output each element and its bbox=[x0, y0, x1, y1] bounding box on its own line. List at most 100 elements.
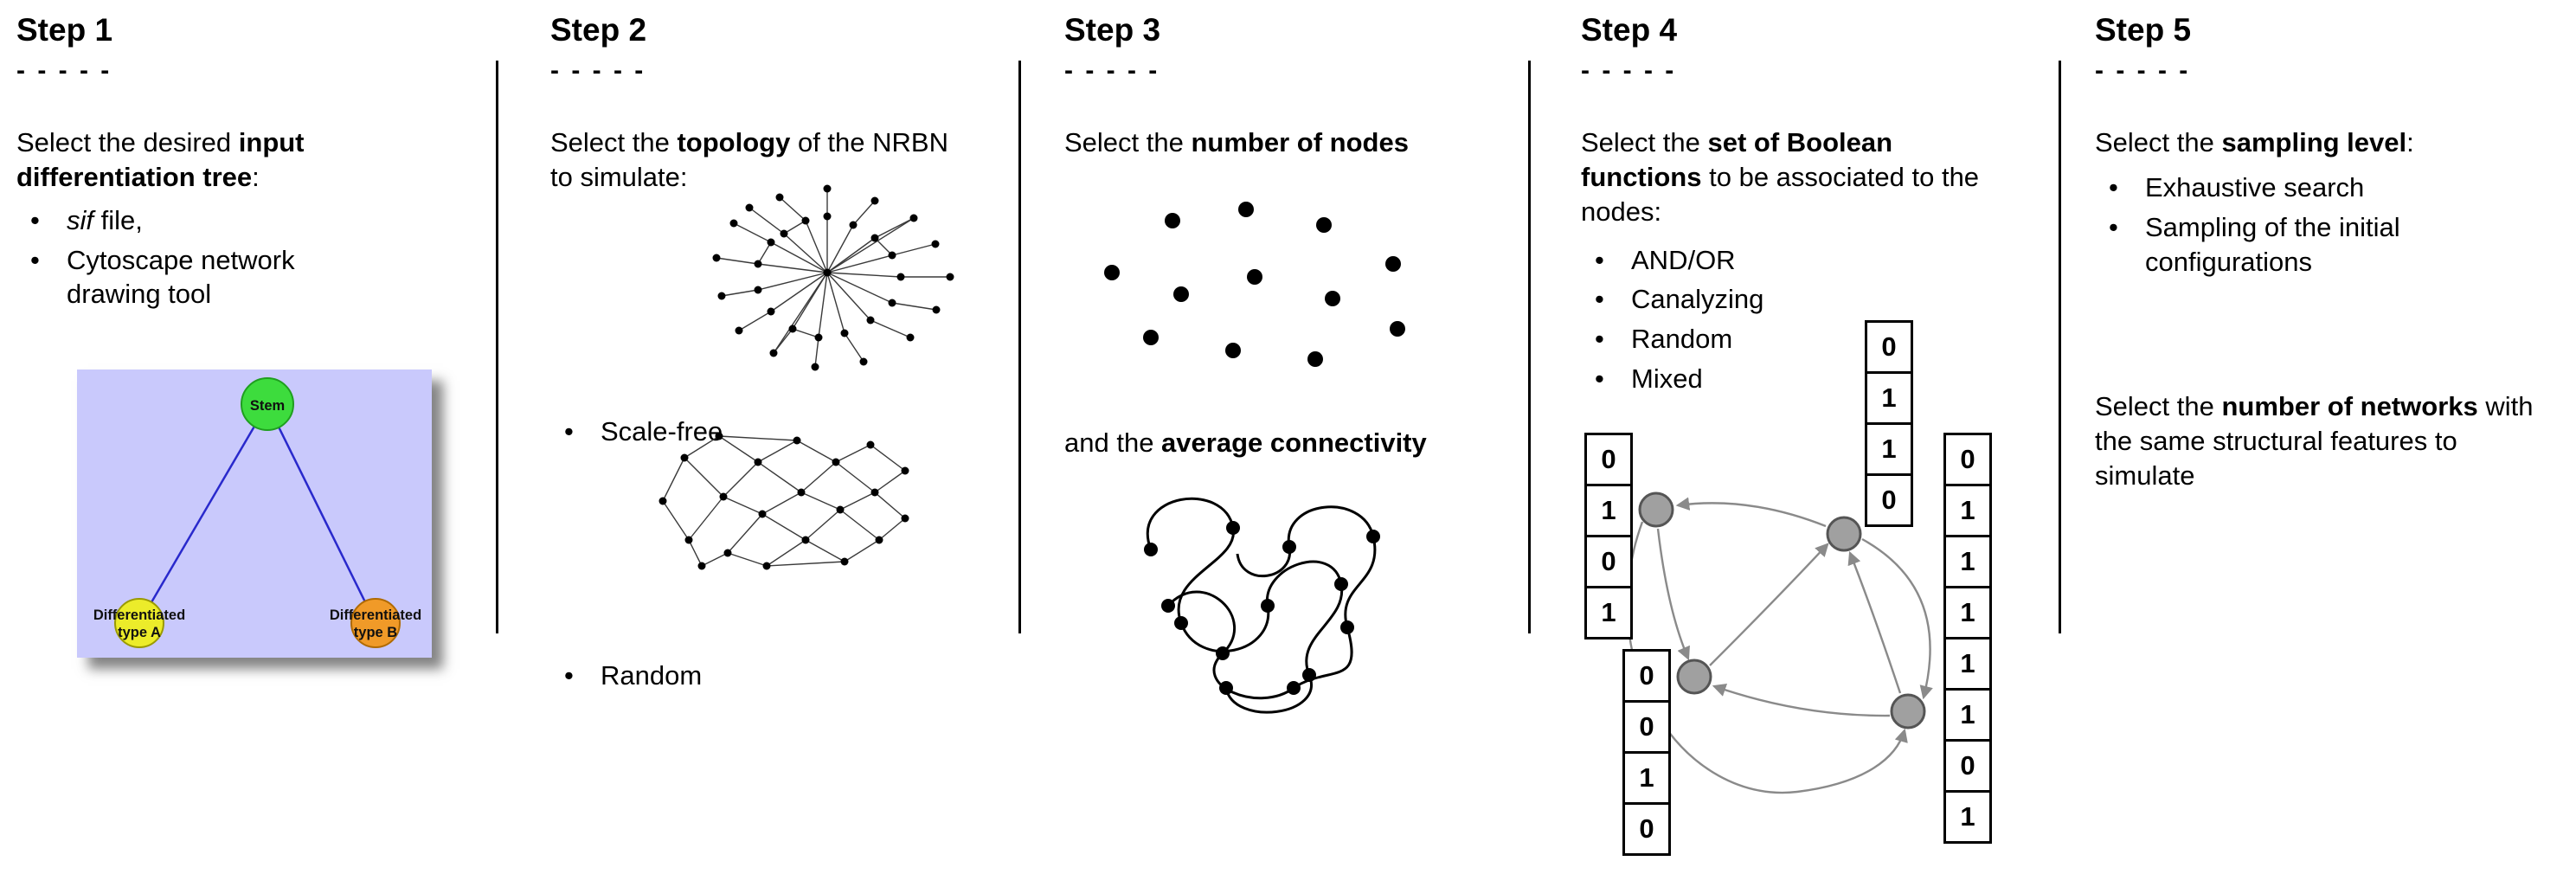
graph-node bbox=[1226, 521, 1240, 535]
node-dot bbox=[1390, 321, 1405, 337]
node-dot bbox=[1143, 330, 1159, 345]
text-bold: sampling level bbox=[2221, 126, 2407, 157]
step-3-title: Step 3 bbox=[1064, 12, 1161, 48]
graph-edge bbox=[766, 561, 845, 567]
truth-table-cell: 0 bbox=[1865, 473, 1913, 527]
graph-edge bbox=[727, 513, 763, 554]
truth-table-cell: 0 bbox=[1865, 320, 1913, 374]
truth-table-cell: 1 bbox=[1943, 484, 1992, 537]
stem-label: Stem bbox=[250, 398, 285, 414]
graph-node bbox=[801, 216, 810, 225]
graph-edge bbox=[891, 302, 937, 311]
graph-edge bbox=[757, 440, 798, 463]
graph-edge bbox=[826, 272, 845, 334]
graph-node bbox=[745, 203, 754, 212]
truth-table-cell: 0 bbox=[1584, 433, 1633, 486]
graph-node bbox=[775, 193, 784, 202]
graph-node bbox=[875, 536, 883, 544]
graph-node bbox=[684, 536, 693, 544]
node-dot bbox=[1238, 202, 1254, 217]
graph-node bbox=[717, 292, 726, 300]
graph-node bbox=[932, 305, 941, 314]
step-2-title: Step 2 bbox=[550, 12, 647, 48]
graph-node bbox=[906, 333, 915, 342]
graph-edge bbox=[757, 263, 828, 273]
graph-edge bbox=[874, 492, 906, 519]
differentiated-type-b-node bbox=[350, 598, 401, 648]
graph-node bbox=[715, 432, 723, 440]
graph-edge bbox=[716, 257, 759, 265]
graph-edge bbox=[870, 444, 906, 472]
graph-edge bbox=[662, 457, 685, 502]
text: Select the desired bbox=[16, 126, 239, 157]
truth-table-cell: 0 bbox=[1622, 700, 1671, 754]
step-4-title: Step 4 bbox=[1581, 12, 1678, 48]
graph-edge bbox=[814, 337, 819, 368]
boolean-node bbox=[1890, 693, 1926, 729]
graph-node bbox=[797, 488, 806, 497]
graph-edge bbox=[723, 496, 763, 515]
step-3-connectivity-text: and the average connectivity bbox=[1064, 426, 1553, 460]
network-arrow bbox=[1656, 528, 1690, 661]
graph-node bbox=[1261, 599, 1275, 613]
graph-edge bbox=[891, 243, 936, 256]
step-1-column: Step 1 - - - - - Select the desired inpu… bbox=[16, 12, 488, 658]
truth-table-cell: 1 bbox=[1943, 688, 1992, 742]
step-1-bullets: sif file, Cytoscape network drawing tool bbox=[16, 203, 389, 312]
node-dot bbox=[1173, 286, 1189, 302]
graph-edge bbox=[684, 457, 724, 498]
graph-node bbox=[931, 240, 940, 248]
text: to be associated to the nodes: bbox=[1581, 161, 1980, 227]
graph-edge bbox=[835, 444, 871, 463]
boolean-network-diagram: 0 1 1 0 0 1 0 1 0 1 1 1 1 1 0 1 bbox=[1581, 320, 2014, 874]
graph-edge bbox=[684, 435, 720, 459]
boolean-node bbox=[1826, 516, 1862, 552]
text: Mixed bbox=[1631, 363, 1703, 395]
graph-edge bbox=[770, 272, 828, 312]
text: Cytoscape network drawing tool bbox=[67, 244, 295, 310]
network-arrow bbox=[1675, 497, 1827, 528]
graph-node bbox=[1144, 543, 1158, 556]
network-arrow bbox=[1847, 550, 1902, 694]
graph-node bbox=[840, 329, 849, 337]
type-a-label-line2: type A bbox=[118, 625, 161, 640]
text: Random bbox=[1631, 324, 1733, 355]
step-3-instruction: Select the number of nodes bbox=[1064, 125, 1553, 160]
text-bold: average connectivity bbox=[1161, 427, 1427, 458]
text-bold: input differentiation tree bbox=[16, 126, 305, 192]
text: : bbox=[252, 161, 260, 192]
text: Canalyzing bbox=[1631, 284, 1764, 315]
graph-edge bbox=[826, 237, 876, 273]
graph-edge bbox=[738, 311, 772, 331]
bullet-item: sif file, bbox=[16, 203, 389, 238]
step-2-instruction: Select the topology of the NRBN to simul… bbox=[550, 125, 957, 195]
graph-node bbox=[1216, 646, 1230, 660]
graph-node bbox=[729, 219, 738, 228]
graph-edge bbox=[835, 461, 876, 493]
bullet-item: Canalyzing bbox=[1581, 282, 1953, 317]
graph-edge bbox=[826, 272, 902, 278]
text: Random bbox=[601, 659, 703, 691]
step-4-bullets: AND/OR Canalyzing Random Mixed bbox=[1581, 243, 1953, 397]
graph-node bbox=[735, 326, 743, 335]
graph-edge bbox=[796, 440, 837, 463]
text: AND/OR bbox=[1631, 244, 1736, 275]
graph-edge bbox=[779, 196, 806, 222]
node-dot bbox=[1225, 343, 1241, 358]
graph-node bbox=[811, 363, 819, 371]
graph-node bbox=[1334, 577, 1348, 591]
graph-edge bbox=[826, 272, 893, 304]
boolean-node bbox=[1676, 659, 1712, 695]
bullet-item-random: Random bbox=[550, 659, 1039, 693]
truth-table-cell: 1 bbox=[1865, 422, 1913, 476]
bullet-item: AND/OR bbox=[1581, 243, 1953, 278]
graph-node bbox=[723, 549, 732, 557]
graph-node bbox=[780, 229, 788, 238]
graph-edge bbox=[688, 496, 724, 541]
graph-node bbox=[754, 286, 762, 294]
text: and the bbox=[1064, 427, 1162, 458]
graph-node bbox=[1302, 668, 1316, 682]
graph-node bbox=[801, 536, 810, 544]
graph-edge bbox=[766, 539, 806, 567]
graph-edge bbox=[800, 492, 841, 511]
